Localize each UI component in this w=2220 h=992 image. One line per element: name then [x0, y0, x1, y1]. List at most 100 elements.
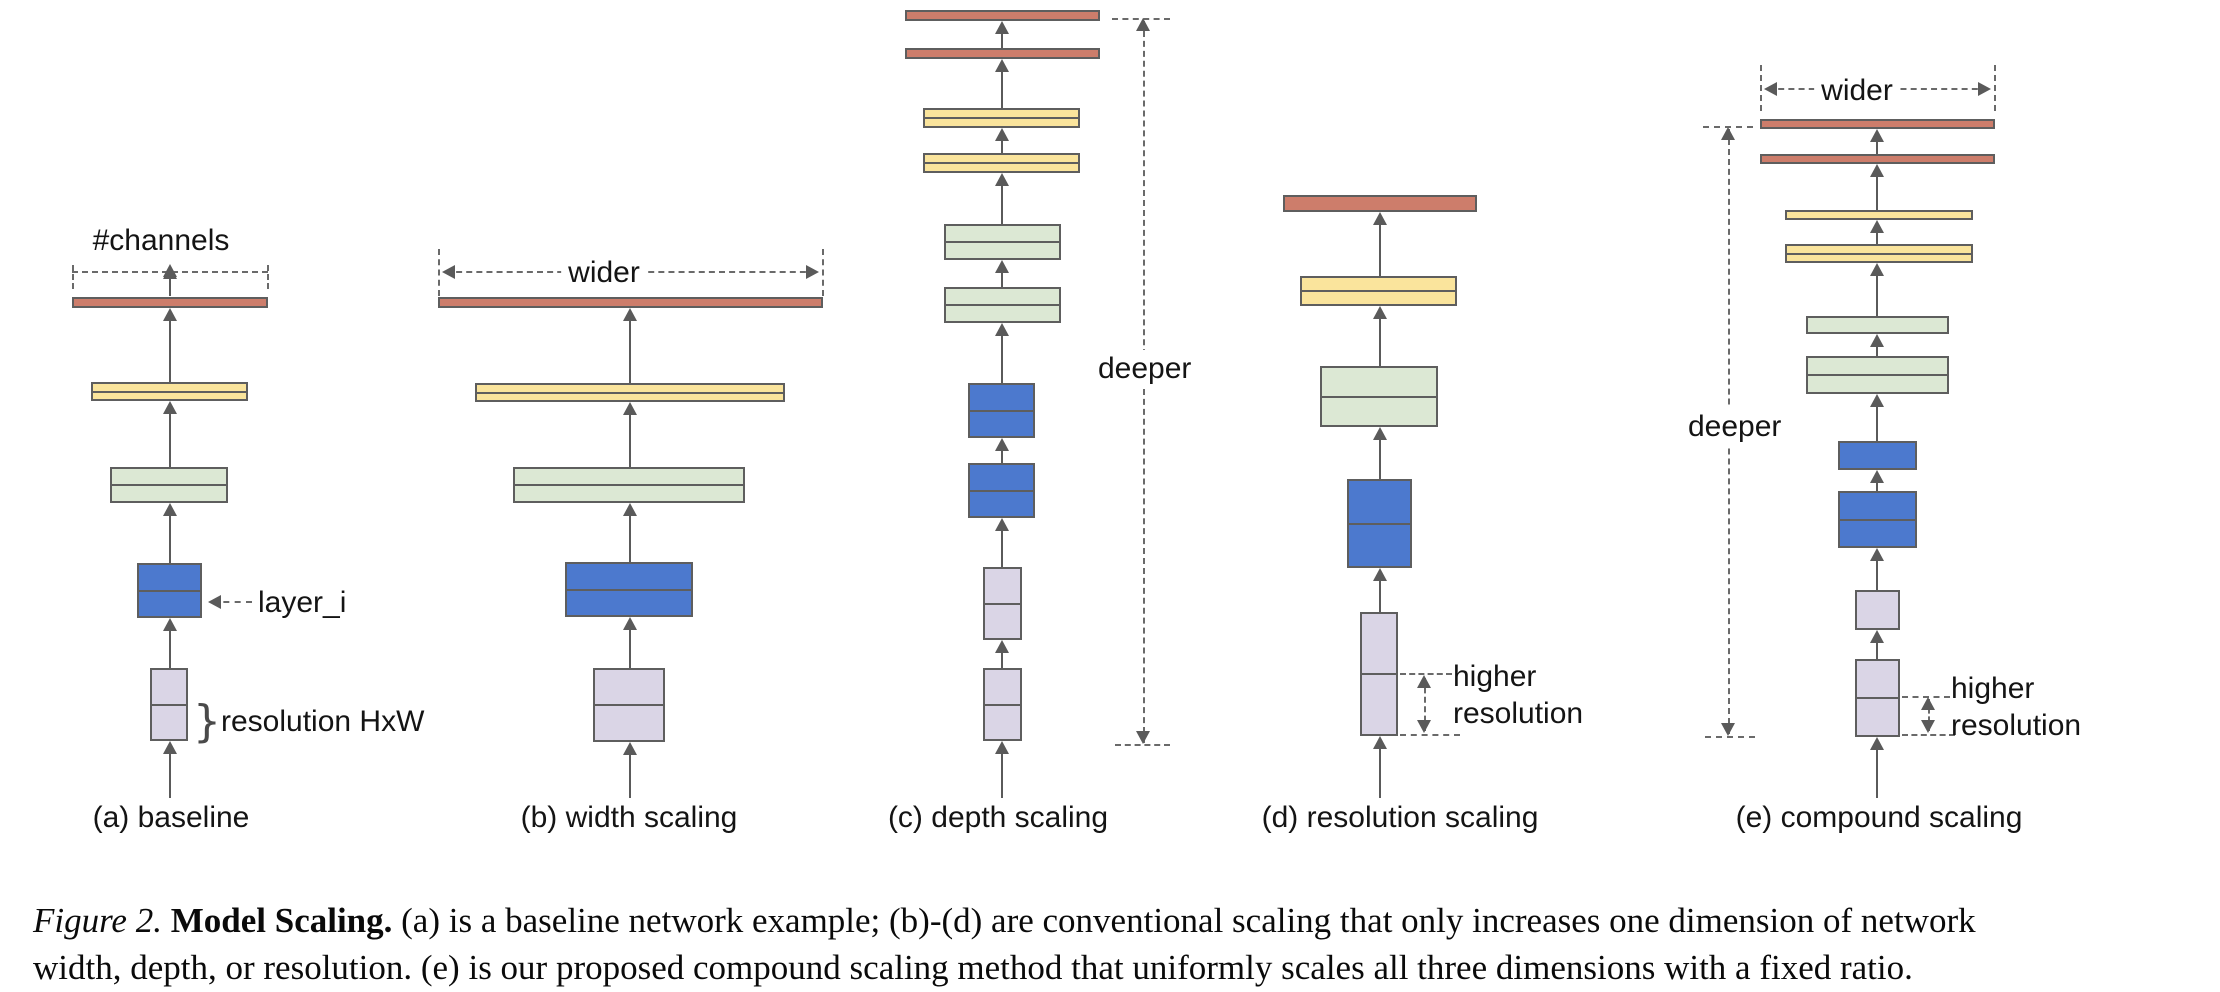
dashed-line-horizontal	[1902, 734, 1955, 736]
box-divider	[970, 489, 1033, 492]
connector-arrowhead-up	[163, 503, 177, 516]
dashed-line-horizontal	[1400, 673, 1452, 675]
connector-line	[1876, 267, 1878, 316]
box-divider	[970, 409, 1033, 412]
connector-arrowhead-up	[1870, 394, 1884, 407]
layer-box-blue	[137, 563, 202, 618]
box-divider	[1302, 290, 1455, 292]
layer-box-blue	[968, 383, 1035, 438]
arrowhead-down	[1136, 731, 1150, 744]
connector-line	[1876, 224, 1878, 244]
connector-line	[169, 745, 171, 798]
box-divider	[595, 704, 663, 706]
layer-box-blue	[1838, 441, 1917, 470]
connector-line	[1876, 741, 1878, 798]
layer-box-salmon	[1760, 119, 1995, 129]
connector-line	[169, 270, 171, 296]
box-divider	[567, 588, 691, 591]
box-divider	[477, 391, 783, 394]
column-caption-b: (b) width scaling	[520, 801, 738, 834]
connector-line	[169, 405, 171, 467]
layer-box-blue	[1838, 491, 1917, 548]
connector-line	[1876, 338, 1878, 356]
layer-box-yellow	[475, 383, 785, 402]
deeper-label-c: deeper	[1091, 350, 1199, 387]
connector-arrowhead-up	[995, 21, 1009, 34]
layer-box-salmon	[905, 10, 1100, 21]
arrowhead-right	[806, 265, 819, 279]
box-divider	[1787, 252, 1971, 255]
connector-line	[1001, 442, 1003, 463]
layer-box-yellow	[923, 108, 1080, 128]
figure-caption-line1: Figure 2. Model Scaling. (a) is a baseli…	[33, 899, 1976, 943]
figure-title: Model Scaling.	[170, 901, 393, 940]
arrowhead-left	[1764, 82, 1777, 96]
box-divider	[139, 589, 200, 592]
dashed-line-horizontal	[1705, 736, 1755, 738]
connector-arrowhead-up	[995, 640, 1009, 653]
arrowhead-up	[1921, 697, 1935, 710]
connector-line	[1379, 740, 1381, 798]
connector-arrowhead-up	[163, 308, 177, 321]
connector-line	[1379, 310, 1381, 366]
figure-caption-line2: width, depth, or resolution. (e) is our …	[33, 948, 1913, 987]
connector-arrowhead-up	[995, 323, 1009, 336]
connector-arrowhead-up	[1870, 737, 1884, 750]
dashed-line-vertical	[1928, 699, 1930, 731]
box-divider	[152, 703, 186, 706]
layer-box-yellow	[1300, 276, 1457, 306]
connector-line	[629, 746, 631, 798]
box-divider	[925, 117, 1078, 119]
connector-arrowhead-up	[1373, 306, 1387, 319]
dashed-line-vertical	[1760, 65, 1762, 111]
connector-arrowhead-up	[1870, 263, 1884, 276]
arrowhead-left	[442, 265, 455, 279]
connector-line	[1876, 398, 1878, 441]
connector-line	[629, 406, 631, 467]
wider-label-b: wider	[561, 254, 647, 291]
layer-box-yellow	[923, 153, 1080, 173]
connector-arrowhead-up	[995, 59, 1009, 72]
box-divider	[1322, 395, 1436, 398]
box-divider	[93, 390, 246, 393]
connector-line	[1876, 133, 1878, 154]
dashed-line-horizontal	[1115, 744, 1170, 746]
arrowhead-left	[208, 595, 221, 609]
connector-arrowhead-up	[1870, 630, 1884, 643]
connector-line	[169, 312, 171, 382]
connector-arrowhead-up	[995, 260, 1009, 273]
connector-line	[169, 622, 171, 668]
connector-line	[629, 312, 631, 383]
layer-box-yellow	[1785, 244, 1973, 263]
layer-box-green	[110, 467, 228, 503]
connector-arrowhead-up	[1373, 736, 1387, 749]
layer-i-label: layer_i	[258, 586, 347, 619]
box-divider	[1840, 518, 1915, 521]
connector-arrowhead-up	[1870, 129, 1884, 142]
layer-box-lavender	[150, 668, 188, 741]
connector-line	[1379, 216, 1381, 276]
dashed-line-horizontal	[1400, 734, 1460, 736]
layer-box-yellow	[1785, 210, 1973, 220]
layer-box-salmon	[1760, 154, 1995, 164]
connector-arrowhead-up	[623, 308, 637, 321]
figure-number: Figure 2.	[33, 901, 162, 940]
column-caption-a: (a) baseline	[92, 801, 250, 834]
connector-arrowhead-up	[995, 438, 1009, 451]
arrowhead-up	[1136, 18, 1150, 31]
layer-box-lavender	[1855, 590, 1900, 630]
connector-line	[1379, 431, 1381, 479]
column-caption-c: (c) depth scaling	[887, 801, 1109, 834]
dashed-line-vertical	[438, 249, 440, 296]
layer-box-lavender	[1360, 612, 1398, 736]
box-divider	[946, 304, 1059, 306]
connector-line	[1001, 132, 1003, 153]
box-divider	[925, 162, 1078, 164]
layer-box-salmon	[438, 297, 823, 308]
layer-box-lavender	[983, 668, 1022, 741]
channels-label: #channels	[92, 224, 230, 257]
dashed-line-vertical	[1994, 65, 1996, 111]
box-divider	[985, 703, 1020, 706]
connector-arrowhead-up	[1870, 220, 1884, 233]
